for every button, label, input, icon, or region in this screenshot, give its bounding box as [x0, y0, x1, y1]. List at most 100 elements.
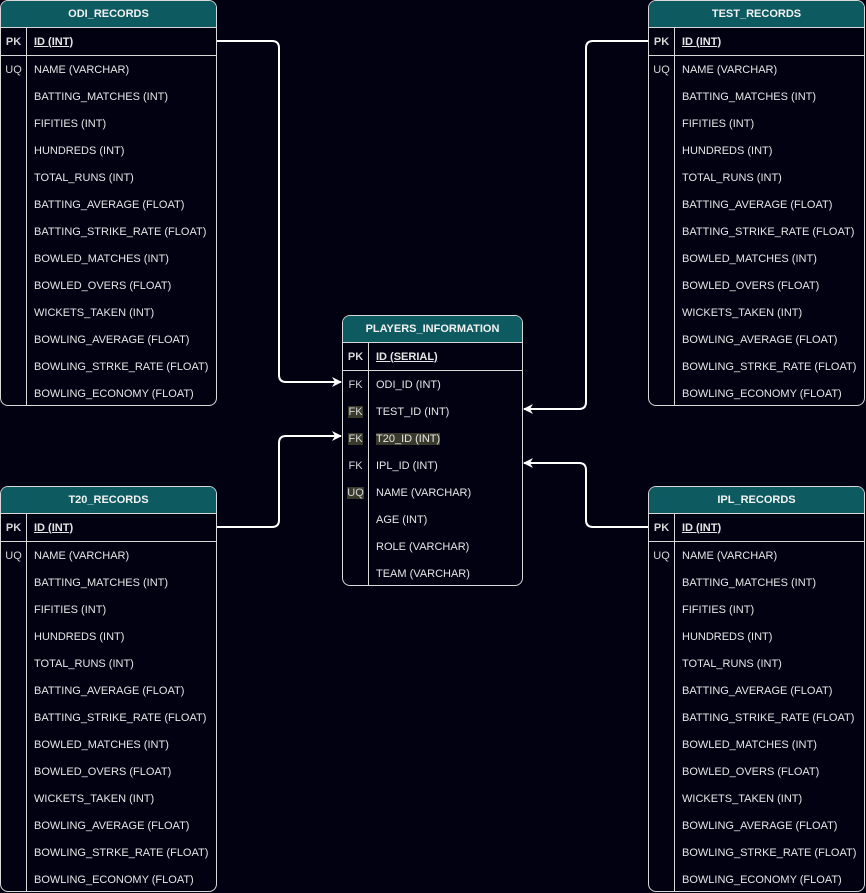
key-badge	[649, 110, 675, 137]
column-row[interactable]: TOTAL_RUNS (INT)	[649, 164, 864, 191]
key-badge	[343, 533, 369, 560]
column-row[interactable]: BOWLING_STRKE_RATE (FLOAT)	[1, 353, 216, 380]
column-row[interactable]: BATTING_STRIKE_RATE (FLOAT)	[649, 704, 864, 731]
column-row[interactable]: BOWLED_MATCHES (INT)	[649, 731, 864, 758]
column-name: IPL_ID (INT)	[376, 459, 438, 472]
key-badge: PK	[649, 514, 675, 541]
column-name: ID (INT)	[682, 35, 722, 48]
table-title: T20_RECORDS	[1, 487, 216, 514]
column-row[interactable]: WICKETS_TAKEN (INT)	[649, 785, 864, 812]
column-row[interactable]: HUNDREDS (INT)	[649, 623, 864, 650]
column-row[interactable]: BOWLING_AVERAGE (FLOAT)	[649, 326, 864, 353]
column-row[interactable]: BOWLING_AVERAGE (FLOAT)	[649, 812, 864, 839]
column-row[interactable]: BATTING_AVERAGE (FLOAT)	[1, 677, 216, 704]
column-row[interactable]: TEAM (VARCHAR)	[343, 560, 522, 585]
column-row[interactable]: BATTING_MATCHES (INT)	[649, 569, 864, 596]
column-name: TEST_ID (INT)	[376, 405, 450, 418]
column-row[interactable]: BOWLED_MATCHES (INT)	[1, 731, 216, 758]
column-row[interactable]: BOWLED_MATCHES (INT)	[1, 245, 216, 272]
column-row[interactable]: BOWLED_OVERS (FLOAT)	[1, 272, 216, 299]
column-row[interactable]: AGE (INT)	[343, 506, 522, 533]
column-row[interactable]: TOTAL_RUNS (INT)	[649, 650, 864, 677]
key-badge	[343, 560, 369, 585]
column-name: TOTAL_RUNS (INT)	[34, 657, 134, 670]
column-row[interactable]: BOWLING_STRKE_RATE (FLOAT)	[649, 839, 864, 866]
key-badge	[649, 650, 675, 677]
column-row[interactable]: TOTAL_RUNS (INT)	[1, 164, 216, 191]
column-row[interactable]: BATTING_AVERAGE (FLOAT)	[649, 191, 864, 218]
column-row[interactable]: FIFITIES (INT)	[1, 110, 216, 137]
key-badge	[1, 569, 27, 596]
column-row[interactable]: BATTING_STRIKE_RATE (FLOAT)	[649, 218, 864, 245]
column-name: FIFITIES (INT)	[682, 603, 755, 616]
column-row[interactable]: HUNDREDS (INT)	[1, 623, 216, 650]
column-row[interactable]: BOWLING_STRKE_RATE (FLOAT)	[649, 353, 864, 380]
column-row[interactable]: FIFITIES (INT)	[649, 596, 864, 623]
key-badge	[649, 623, 675, 650]
column-name: NAME (VARCHAR)	[376, 486, 472, 499]
column-row[interactable]: BOWLING_ECONOMY (FLOAT)	[649, 380, 864, 405]
key-badge	[649, 83, 675, 110]
column-name: ID (INT)	[682, 521, 722, 534]
column-row[interactable]: BOWLING_AVERAGE (FLOAT)	[1, 812, 216, 839]
column-row[interactable]: BOWLING_ECONOMY (FLOAT)	[1, 380, 216, 405]
column-row[interactable]: BOWLED_MATCHES (INT)	[649, 245, 864, 272]
column-row[interactable]: TOTAL_RUNS (INT)	[1, 650, 216, 677]
column-row[interactable]: FIFITIES (INT)	[1, 596, 216, 623]
column-name: BOWLING_STRKE_RATE (FLOAT)	[34, 846, 209, 859]
column-row[interactable]: WICKETS_TAKEN (INT)	[649, 299, 864, 326]
column-row[interactable]: BOWLING_ECONOMY (FLOAT)	[1, 866, 216, 891]
column-row[interactable]: BATTING_MATCHES (INT)	[649, 83, 864, 110]
column-name: ROLE (VARCHAR)	[376, 540, 470, 553]
column-name: BOWLED_OVERS (FLOAT)	[34, 279, 172, 292]
column-row[interactable]: BOWLING_ECONOMY (FLOAT)	[649, 866, 864, 891]
column-row[interactable]: HUNDREDS (INT)	[1, 137, 216, 164]
column-row[interactable]: BATTING_AVERAGE (FLOAT)	[649, 677, 864, 704]
key-badge	[1, 677, 27, 704]
key-badge	[649, 191, 675, 218]
column-row[interactable]: BATTING_MATCHES (INT)	[1, 569, 216, 596]
connector-test-to-players	[523, 40, 648, 414]
column-row[interactable]: HUNDREDS (INT)	[649, 137, 864, 164]
key-badge: PK	[1, 28, 27, 55]
key-badge	[649, 218, 675, 245]
column-row[interactable]: BATTING_AVERAGE (FLOAT)	[1, 191, 216, 218]
key-badge	[1, 245, 27, 272]
column-name: NAME (VARCHAR)	[682, 549, 778, 562]
primary-key-row[interactable]: PK ID (INT)	[649, 514, 864, 542]
column-row[interactable]: BATTING_MATCHES (INT)	[1, 83, 216, 110]
column-row[interactable]: WICKETS_TAKEN (INT)	[1, 299, 216, 326]
column-row[interactable]: BOWLED_OVERS (FLOAT)	[649, 272, 864, 299]
column-row[interactable]: BOWLED_OVERS (FLOAT)	[649, 758, 864, 785]
column-name: FIFITIES (INT)	[34, 117, 107, 130]
column-name: BATTING_STRIKE_RATE (FLOAT)	[34, 225, 207, 238]
column-row[interactable]: BOWLED_OVERS (FLOAT)	[1, 758, 216, 785]
column-row[interactable]: BATTING_STRIKE_RATE (FLOAT)	[1, 218, 216, 245]
column-row[interactable]: ROLE (VARCHAR)	[343, 533, 522, 560]
column-row[interactable]: BOWLING_STRKE_RATE (FLOAT)	[1, 839, 216, 866]
column-row[interactable]: BOWLING_AVERAGE (FLOAT)	[1, 326, 216, 353]
column-row[interactable]: BATTING_STRIKE_RATE (FLOAT)	[1, 704, 216, 731]
column-row[interactable]: FIFITIES (INT)	[649, 110, 864, 137]
key-badge	[649, 758, 675, 785]
column-row[interactable]: WICKETS_TAKEN (INT)	[1, 785, 216, 812]
